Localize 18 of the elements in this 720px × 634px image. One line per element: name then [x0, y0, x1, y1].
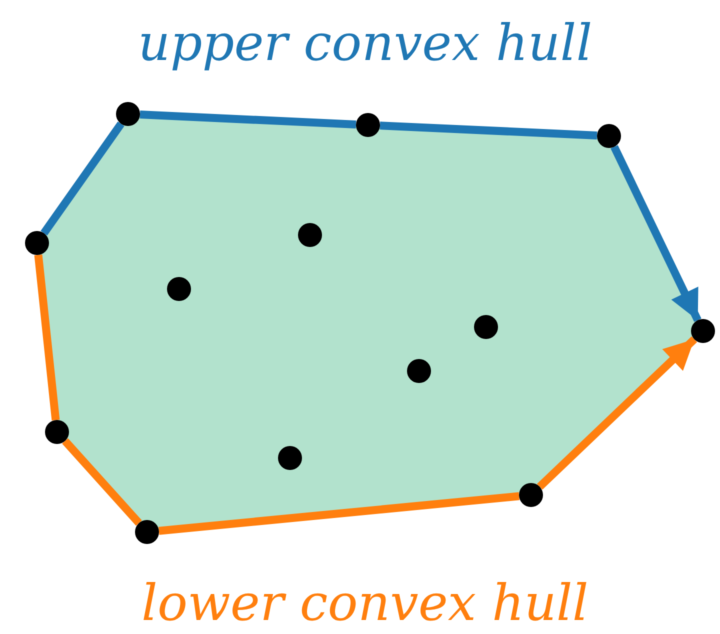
hull-caption: lower convex hull	[142, 578, 588, 628]
point-dot	[45, 420, 69, 444]
point-dot	[691, 319, 715, 343]
point-dot	[597, 124, 621, 148]
point-dot	[135, 520, 159, 544]
arrow	[536, 336, 698, 490]
hull-edge	[380, 122, 598, 140]
hull-edge	[62, 438, 142, 526]
point-dot	[519, 483, 543, 507]
point-dot	[356, 113, 380, 137]
hull-edge	[40, 122, 124, 236]
arrow	[610, 145, 702, 322]
hull-edge	[158, 492, 520, 535]
point-dot	[116, 102, 140, 126]
hull-caption: upper convex hull	[138, 18, 592, 68]
hull-edge	[140, 110, 356, 128]
point-dot	[25, 231, 49, 255]
hull-edge	[34, 254, 60, 420]
